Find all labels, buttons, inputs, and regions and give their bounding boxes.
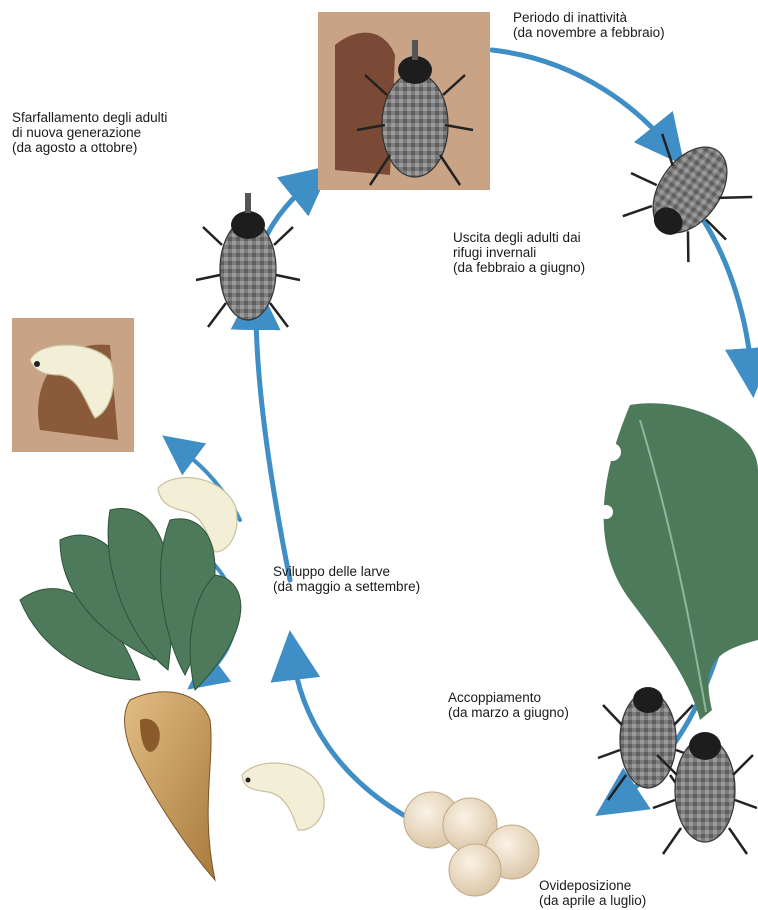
arrow-inactivity-to-emergence bbox=[492, 50, 672, 150]
label-larvae: Sviluppo delle larve (da maggio a settem… bbox=[273, 564, 420, 594]
label-mating-line1: Accoppiamento bbox=[448, 690, 569, 705]
burrow-left bbox=[12, 318, 134, 452]
beet-plant bbox=[20, 509, 241, 880]
label-new-adults: Sfarfallamento degli adulti di nuova gen… bbox=[12, 110, 167, 155]
weevils-mating bbox=[598, 687, 757, 854]
larva-lower bbox=[242, 763, 324, 830]
beet-root bbox=[125, 692, 215, 880]
label-new-adults-line2: di nuova generazione bbox=[12, 125, 167, 140]
eggs bbox=[404, 792, 539, 896]
label-new-adults-line1: Sfarfallamento degli adulti bbox=[12, 110, 167, 125]
leaf-right bbox=[599, 403, 758, 720]
label-inactivity-line2: (da novembre a febbraio) bbox=[513, 25, 665, 40]
weevil-new-generation bbox=[196, 193, 300, 327]
label-oviposition-line2: (da aprile a luglio) bbox=[539, 893, 646, 908]
burrow-top bbox=[318, 12, 490, 190]
arrow-larvae-up bbox=[256, 300, 290, 580]
label-inactivity: Periodo di inattività (da novembre a feb… bbox=[513, 10, 665, 40]
label-emergence-line2: rifugi invernali bbox=[453, 245, 585, 260]
label-mating: Accoppiamento (da marzo a giugno) bbox=[448, 690, 569, 720]
label-oviposition-line1: Ovideposizione bbox=[539, 878, 646, 893]
weevil-emerging bbox=[608, 117, 758, 272]
label-emergence: Uscita degli adulti dai rifugi invernali… bbox=[453, 230, 585, 275]
label-emergence-line3: (da febbraio a giugno) bbox=[453, 260, 585, 275]
label-larvae-line2: (da maggio a settembre) bbox=[273, 579, 420, 594]
label-new-adults-line3: (da agosto a ottobre) bbox=[12, 140, 167, 155]
label-inactivity-line1: Periodo di inattività bbox=[513, 10, 665, 25]
label-mating-line2: (da marzo a giugno) bbox=[448, 705, 569, 720]
beet-leaves bbox=[20, 509, 241, 690]
label-larvae-line1: Sviluppo delle larve bbox=[273, 564, 420, 579]
label-oviposition: Ovideposizione (da aprile a luglio) bbox=[539, 878, 646, 908]
arrow-to-burrow bbox=[262, 178, 316, 245]
label-emergence-line1: Uscita degli adulti dai bbox=[453, 230, 585, 245]
